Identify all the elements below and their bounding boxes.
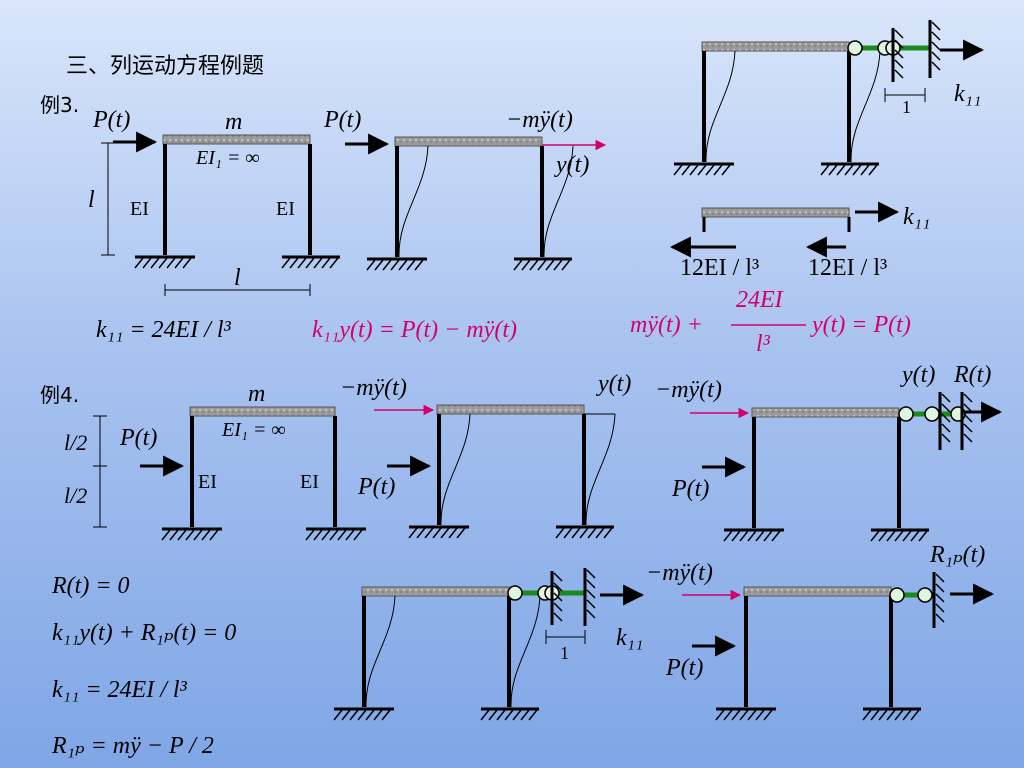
- ex4-reaction-label: R(t): [954, 362, 992, 388]
- ex4-upper-half-height: l/2: [64, 430, 88, 455]
- ex4-displacement-label: y(t): [598, 371, 632, 397]
- ex3-frame-deformed: [345, 133, 607, 271]
- ex4-restrained-load-label: P(t): [672, 476, 710, 502]
- ex4-inertia-force-label: −mÿ(t): [340, 375, 407, 401]
- ex3-k11-value: k₁₁ = 24EI / l³: [96, 317, 231, 343]
- ex3-eq2-right: y(t) = P(t): [812, 312, 911, 338]
- ex3-right-column-label: EI: [276, 198, 295, 220]
- ex3-deformed-load-label: P(t): [324, 107, 362, 133]
- ex4-frame-restrained: [690, 392, 1003, 542]
- ex4-load-label: P(t): [120, 425, 158, 451]
- ex4-frame-deformed: [374, 404, 616, 539]
- ex4-load-state-load-label: P(t): [666, 655, 704, 681]
- slide-heading: 三、列运动方程例题: [66, 54, 265, 79]
- ex3-eq2-numerator: 24EI: [736, 287, 783, 313]
- ex4-lower-half-height: l/2: [64, 483, 88, 508]
- ex3-eq2-left: mÿ(t) +: [630, 312, 703, 338]
- ex3-inertia-force-label: −mÿ(t): [506, 107, 573, 133]
- ex3-span-dimension-label: l: [234, 265, 241, 291]
- ex4-mass-label: m: [248, 381, 266, 407]
- ex4-load-state-inertia-label: −mÿ(t): [646, 560, 713, 586]
- ex3-label: 例3.: [40, 93, 80, 117]
- ex4-eq-k11: k₁₁ = 24EI / l³: [52, 677, 187, 703]
- ex4-unit-displacement-label: 1: [560, 643, 569, 663]
- ex3-equation-of-motion: k₁₁y(t) = P(t) − mÿ(t): [312, 317, 517, 343]
- ex3-beam-stiffness-label: EI₁ = ∞: [196, 147, 260, 169]
- ex3-load-label: P(t): [93, 107, 131, 133]
- ex3-unit-displacement-label: 1: [902, 97, 911, 117]
- ex4-eq-reaction-zero: R(t) = 0: [52, 573, 130, 599]
- ex4-frame-original: [93, 406, 366, 541]
- ex3-left-column-label: EI: [130, 198, 149, 220]
- ex3-eq2-denominator: l³: [756, 331, 770, 357]
- ex4-frame-load-state: [682, 572, 995, 721]
- ex3-right-shear-label: 12EI / l³: [808, 255, 888, 281]
- ex4-eq-R1P: R₁ₚ = mÿ − P / 2: [52, 733, 214, 759]
- ex3-free-body-k11-label: k₁₁: [903, 204, 931, 230]
- ex3-height-dimension-label: l: [88, 187, 95, 213]
- ex4-eq-motion: k₁₁y(t) + R₁ₚ(t) = 0: [52, 620, 237, 646]
- ex4-restrained-displacement-label: y(t): [902, 362, 936, 388]
- ex4-frame-stiffness: [333, 568, 645, 721]
- ex3-frame-stiffness: [673, 20, 985, 176]
- ex4-beam-stiffness-label: EI₁ = ∞: [222, 419, 286, 441]
- ex3-free-body-beam: [669, 201, 900, 258]
- ex3-mass-label: m: [225, 109, 243, 135]
- ex4-mid-load-label: P(t): [358, 474, 396, 500]
- ex3-left-shear-label: 12EI / l³: [680, 255, 760, 281]
- ex4-restrained-inertia-label: −mÿ(t): [655, 377, 722, 403]
- ex4-k11-label: k₁₁: [616, 625, 644, 651]
- ex4-right-column-label: EI: [300, 471, 319, 493]
- ex3-displacement-label: y(t): [556, 152, 590, 178]
- ex4-R1P-label: R₁ₚ(t): [930, 542, 986, 568]
- ex3-stiffness-coefficient-label: k₁₁: [954, 81, 982, 107]
- ex4-label: 例4.: [40, 383, 80, 407]
- ex4-left-column-label: EI: [198, 471, 217, 493]
- ex3-frame-original: [101, 131, 340, 296]
